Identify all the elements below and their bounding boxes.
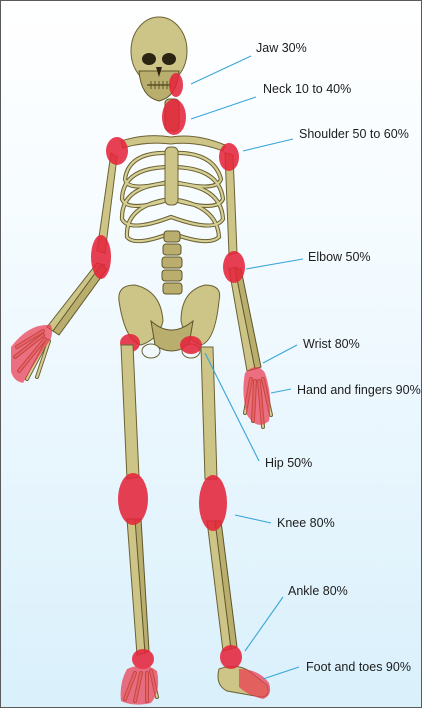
knee-joint-highlight-left xyxy=(199,475,227,531)
wrist-leader-line xyxy=(263,345,297,363)
shoulder-joint-highlight-left xyxy=(219,143,239,171)
knee-label: Knee 80% xyxy=(277,516,335,530)
ankle-joint-highlight-left xyxy=(220,645,242,669)
wrist-label: Wrist 80% xyxy=(303,337,360,351)
shoulder-joint-highlight-right xyxy=(106,137,128,165)
neck-label: Neck 10 to 40% xyxy=(263,82,351,96)
skeleton xyxy=(11,17,271,705)
hand-joint-highlight-left xyxy=(243,367,270,425)
jaw-label: Jaw 30% xyxy=(256,41,307,55)
foot-label: Foot and toes 90% xyxy=(306,660,411,674)
hip-joint-highlight-left xyxy=(180,336,202,354)
knee-leader-line xyxy=(235,515,271,523)
foot-joint-highlight-right xyxy=(121,665,159,704)
shoulder-leader-line xyxy=(243,139,293,151)
ankle-label: Ankle 80% xyxy=(288,584,348,598)
foot-joint-highlight-left xyxy=(239,669,270,699)
ribcage xyxy=(122,147,223,241)
jaw-joint-highlight xyxy=(169,73,183,97)
neck-leader-line xyxy=(191,97,256,119)
hip-label: Hip 50% xyxy=(265,456,312,470)
elbow-joint-highlight-right xyxy=(91,235,111,279)
labels: Jaw 30% Neck 10 to 40% Shoulder 50 to 60… xyxy=(256,41,421,674)
foot-leader-line xyxy=(263,667,299,679)
elbow-leader-line xyxy=(246,259,303,269)
hand-label: Hand and fingers 90% xyxy=(297,383,421,397)
hand-leader-line xyxy=(271,389,291,393)
neck-joint-highlight xyxy=(162,99,186,135)
ankle-leader-line xyxy=(245,597,283,651)
lumbar-spine xyxy=(162,231,182,294)
jaw-leader-line xyxy=(191,56,251,84)
elbow-label: Elbow 50% xyxy=(308,250,371,264)
shoulder-label: Shoulder 50 to 60% xyxy=(299,127,409,141)
elbow-joint-highlight-left xyxy=(223,251,245,283)
right-leg xyxy=(121,345,157,701)
knee-joint-highlight-right xyxy=(118,473,148,525)
